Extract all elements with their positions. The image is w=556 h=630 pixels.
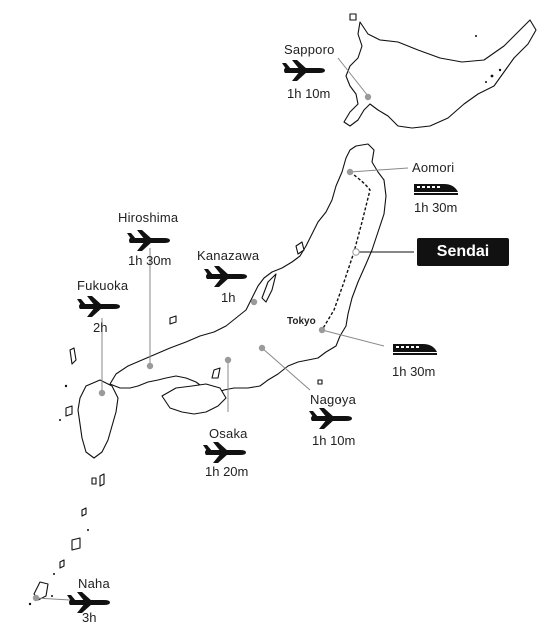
- city-label-aomori: Aomori: [412, 160, 455, 175]
- tanegashima: [99, 473, 105, 487]
- time-label-naha: 3h: [82, 610, 97, 625]
- plane-icon: [309, 408, 352, 429]
- marker-tokyo: [318, 326, 326, 334]
- noto-peninsula: [261, 273, 277, 303]
- rishiri-island: [349, 13, 357, 21]
- city-label-hiroshima: Hiroshima: [118, 210, 179, 225]
- sado-island: [295, 241, 305, 255]
- city-label-nagoya: Nagoya: [310, 392, 357, 407]
- highlight-badge-sendai: Sendai: [417, 238, 509, 266]
- marker-hiroshima: [146, 362, 154, 370]
- city-label-naha: Naha: [78, 576, 110, 591]
- amami-island: [71, 537, 81, 551]
- marker-aomori: [346, 168, 354, 176]
- time-label-kanazawa: 1h: [221, 290, 236, 305]
- time-label-osaka: 1h 20m: [205, 464, 249, 479]
- city-label-osaka: Osaka: [209, 426, 248, 441]
- island-2: [59, 559, 65, 569]
- time-label-hiroshima: 1h 30m: [128, 253, 172, 268]
- marker-naha: [32, 594, 40, 602]
- plane-icon: [203, 442, 246, 463]
- kyushu-outline: [77, 379, 119, 459]
- goto-islands: [65, 405, 73, 417]
- city-label-tokyo: Tokyo: [287, 316, 316, 327]
- shinkansen-route: [321, 171, 371, 331]
- train-icon: [393, 344, 437, 355]
- city-label-kanazawa: Kanazawa: [197, 248, 260, 263]
- hokkaido-outline: [343, 19, 537, 129]
- marker-nagoya: [258, 344, 266, 352]
- marker-osaka: [224, 356, 232, 364]
- island-1: [81, 507, 87, 517]
- honshu-outline: [109, 143, 387, 395]
- train-icon: [414, 184, 458, 195]
- yakushima: [91, 477, 97, 485]
- time-label-tokyo-train: 1h 30m: [392, 364, 436, 379]
- city-label-sapporo: Sapporo: [284, 42, 335, 57]
- izu-island: [317, 379, 323, 385]
- marker-fukuoka: [98, 389, 106, 397]
- awaji-island: [211, 367, 221, 379]
- land-outline: [33, 13, 537, 601]
- time-label-sapporo: 1h 10m: [287, 86, 331, 101]
- leader-lines: [35, 57, 414, 601]
- tsushima-island: [69, 347, 77, 365]
- plane-icon: [127, 230, 170, 251]
- shikoku-outline: [161, 383, 227, 415]
- plane-icon: [77, 296, 120, 317]
- time-label-nagoya: 1h 10m: [312, 433, 356, 448]
- city-markers: [32, 93, 372, 602]
- time-label-fukuoka: 2h: [93, 320, 108, 335]
- plane-icon: [204, 266, 247, 287]
- small-islands: [28, 35, 502, 606]
- plane-icon: [282, 60, 325, 81]
- marker-kanazawa: [250, 298, 258, 306]
- oki-island: [169, 315, 177, 325]
- city-label-fukuoka: Fukuoka: [77, 278, 129, 293]
- marker-sendai: [352, 248, 360, 256]
- time-label-aomori: 1h 30m: [414, 200, 458, 215]
- marker-sapporo: [364, 93, 372, 101]
